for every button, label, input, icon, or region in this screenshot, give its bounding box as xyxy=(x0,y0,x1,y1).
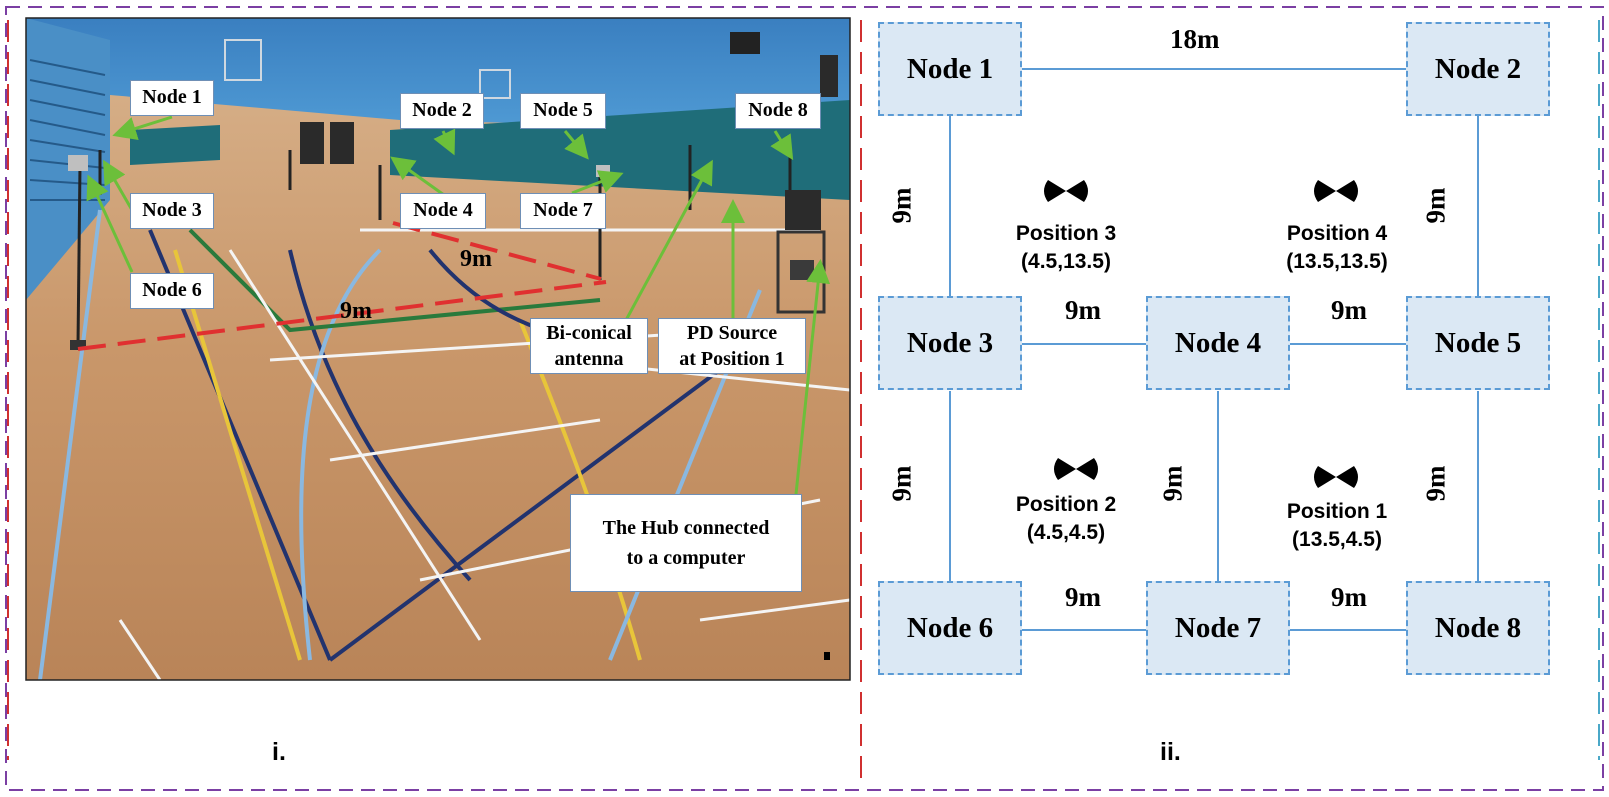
photo-label-node4: Node 4 xyxy=(400,193,486,229)
position-3-name: Position 3 xyxy=(1015,222,1117,245)
arrow-node2 xyxy=(433,128,456,156)
dist-right-upper: 9m xyxy=(1420,187,1451,224)
arrow-hub xyxy=(794,259,831,495)
dist-bottom-right: 9m xyxy=(1331,582,1367,612)
node-4: Node 4 xyxy=(1146,296,1290,390)
red-line-b xyxy=(392,221,602,281)
photo-label-node7: Node 7 xyxy=(520,193,606,229)
position-1-coord: (13.5,4.5) xyxy=(1292,528,1382,551)
antenna-icons xyxy=(1044,180,1358,488)
photo-border xyxy=(25,17,851,681)
dist-bottom-left: 9m xyxy=(1065,582,1101,612)
antenna-icon-pos4 xyxy=(1314,180,1358,202)
hub-label-line2: to a computer xyxy=(626,547,746,569)
photo-label-hub: The Hub connected to a computer xyxy=(570,494,802,592)
photo-label-node6: Node 6 xyxy=(130,273,214,309)
position-2-name: Position 2 xyxy=(1015,493,1117,516)
photo-label-node8: Node 8 xyxy=(735,93,821,129)
dist-left-lower: 9m xyxy=(886,465,917,502)
photo-label-node5: Node 5 xyxy=(520,93,606,129)
arrow-node5 xyxy=(563,130,589,160)
position-1-label: Position 1 (13.5,4.5) xyxy=(1264,498,1410,554)
pd-label-line2: at Position 1 xyxy=(679,348,785,370)
outer-frame xyxy=(5,6,1604,791)
photo-label-node1: Node 1 xyxy=(130,80,214,116)
node-6: Node 6 xyxy=(878,581,1022,675)
pd-label-line1: PD Source xyxy=(686,322,778,344)
position-4-coord: (13.5,13.5) xyxy=(1286,250,1388,273)
position-3-label: Position 3 (4.5,13.5) xyxy=(996,220,1136,276)
node-2: Node 2 xyxy=(1406,22,1550,116)
dist-mid-right: 9m xyxy=(1331,295,1367,325)
photo-dist-9m-a: 9m xyxy=(460,246,492,272)
photo-label-antenna: Bi-conical antenna xyxy=(530,318,648,374)
panel-i-caption: i. xyxy=(272,738,286,766)
photo-label-node2: Node 2 xyxy=(400,93,484,129)
red-line-a xyxy=(77,280,607,351)
photo-label-node3: Node 3 xyxy=(130,193,214,229)
position-2-coord: (4.5,4.5) xyxy=(1026,521,1106,544)
position-3-coord: (4.5,13.5) xyxy=(1021,250,1111,273)
node-7: Node 7 xyxy=(1146,581,1290,675)
diagram-links xyxy=(949,68,1479,631)
dist-top: 18m xyxy=(1170,24,1220,54)
panel-ii-caption: ii. xyxy=(1160,738,1181,766)
hub-label-line1: The Hub connected xyxy=(602,517,770,539)
node-8: Node 8 xyxy=(1406,581,1550,675)
arrow-node4 xyxy=(390,156,445,197)
arrow-node7 xyxy=(571,170,624,195)
node-3: Node 3 xyxy=(878,296,1022,390)
arrow-node6 xyxy=(86,174,134,273)
position-4-label: Position 4 (13.5,13.5) xyxy=(1264,220,1410,276)
node-5: Node 5 xyxy=(1406,296,1550,390)
antenna-label-line2: antenna xyxy=(554,348,624,370)
antenna-label-line1: Bi-conical xyxy=(546,322,632,344)
antenna-icon-pos2 xyxy=(1054,458,1098,480)
arrow-node8 xyxy=(770,130,794,161)
dist-center-lower: 9m xyxy=(1157,465,1188,502)
photo-label-pd-source: PD Source at Position 1 xyxy=(658,318,806,374)
antenna-icon-pos1 xyxy=(1314,466,1358,488)
arrow-antenna xyxy=(623,159,713,323)
arrow-node1 xyxy=(112,115,173,141)
photo-dist-9m-b: 9m xyxy=(340,298,372,324)
dist-mid-left: 9m xyxy=(1065,295,1101,325)
node-1: Node 1 xyxy=(878,22,1022,116)
dist-right-lower: 9m xyxy=(1420,465,1451,502)
position-4-name: Position 4 xyxy=(1286,222,1388,245)
position-1-name: Position 1 xyxy=(1286,500,1388,523)
position-2-label: Position 2 (4.5,4.5) xyxy=(996,491,1136,547)
dist-left-upper: 9m xyxy=(886,187,917,224)
antenna-icon-pos3 xyxy=(1044,180,1088,202)
arrow-node3 xyxy=(102,159,134,211)
